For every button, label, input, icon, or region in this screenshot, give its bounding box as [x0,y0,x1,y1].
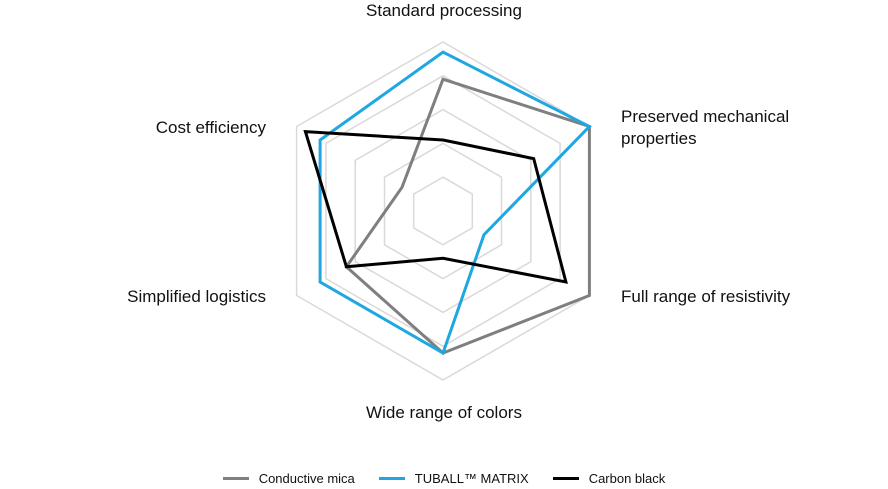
grid-ring-4 [325,74,561,348]
radar-series [303,50,592,356]
radar-grid [295,41,591,381]
grid-ring-2 [383,142,503,280]
axis-label-cost-efficiency: Cost efficiency [155,118,266,137]
legend-swatch-tuball-matrix [378,477,405,480]
legend-swatch-carbon-black [552,477,579,480]
legend-item-tuball-matrix: TUBALL™ MATRIX [378,471,529,486]
legend-label-tuball-matrix: TUBALL™ MATRIX [414,471,529,486]
legend-item-carbon-black: Carbon black [552,471,666,486]
grid-ring-1 [412,176,474,246]
axis-label-full-range-of-resistivity: Full range of resistivity [621,287,791,306]
legend-label-conductive-mica: Conductive mica [258,471,355,486]
legend-label-carbon-black: Carbon black [588,471,666,486]
grid-ring-5 [295,41,591,381]
chart-legend: Conductive mica TUBALL™ MATRIX Carbon bl… [0,471,888,486]
grid-ring-3 [354,108,532,314]
series-line-carbon-black [303,129,568,284]
axis-label-wide-range-of-colors: Wide range of colors [366,403,522,422]
legend-item-conductive-mica: Conductive mica [222,471,355,486]
series-line-tuball-matrix [318,50,592,356]
legend-swatch-conductive-mica [222,477,249,480]
axis-label-preserved-mechanical-properties: Preserved mechanical properties [621,107,790,148]
axis-label-standard-processing: Standard processing [366,1,522,20]
axis-label-simplified-logistics: Simplified logistics [127,287,266,306]
